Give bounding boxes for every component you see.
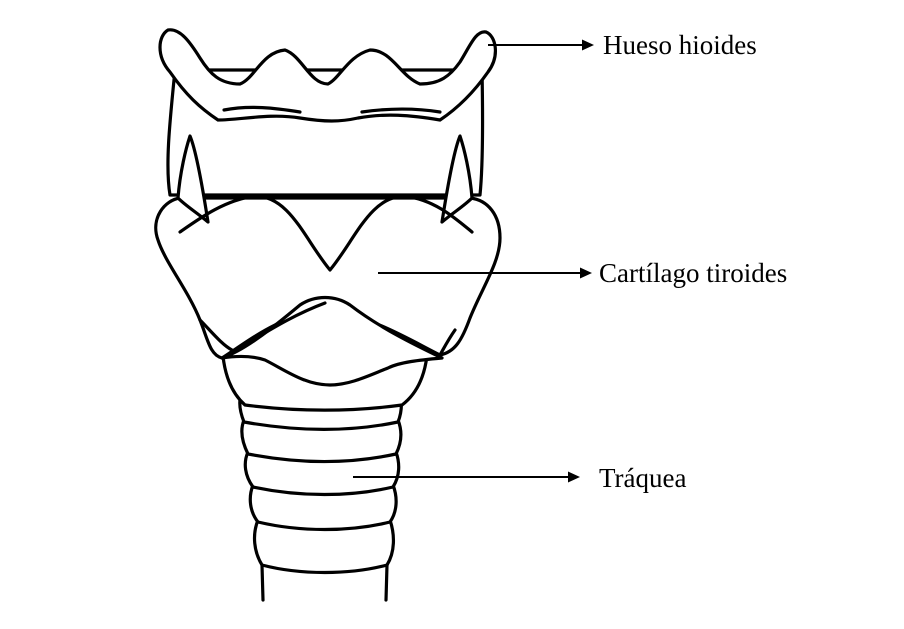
label-hyoid-bone: Hueso hioides [603, 32, 757, 59]
trachea-tube-right-wall [386, 565, 387, 600]
trachea-tube-left-wall [262, 565, 263, 600]
arrow-hyoid-head [582, 40, 594, 51]
label-trachea: Tráquea [599, 465, 687, 492]
arrow-trachea-head [568, 472, 580, 483]
label-thyroid-cartilage: Cartílago tiroides [599, 260, 787, 287]
arrow-thyroid-head [580, 268, 592, 279]
